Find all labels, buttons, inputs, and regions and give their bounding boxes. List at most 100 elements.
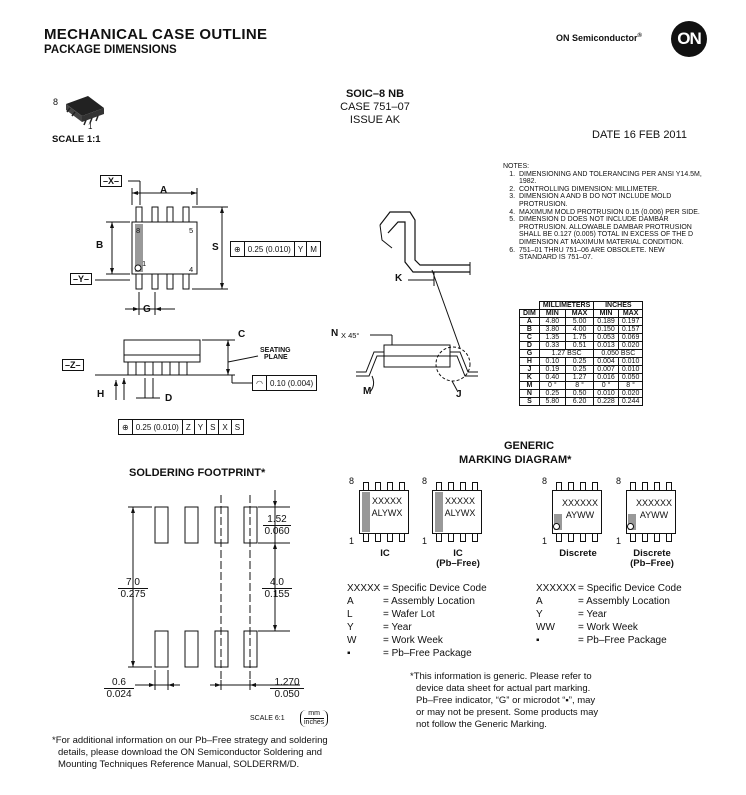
package-issue: ISSUE AK bbox=[349, 114, 401, 126]
legend-discrete: XXXXXX= Specific Device Code A= Assembly… bbox=[536, 582, 682, 647]
table-cell: S bbox=[519, 397, 540, 406]
dim-1-270: 1.270 0.050 bbox=[270, 677, 304, 700]
footprint-title: SOLDERING FOOTPRINT* bbox=[129, 467, 266, 479]
dim-d-label: D bbox=[165, 393, 173, 404]
table-cell: 0.010 bbox=[593, 389, 619, 398]
table-cell: 0 ° bbox=[538, 381, 566, 390]
legend-row: L= Wafer Lot bbox=[347, 609, 435, 620]
table-cell: 0.25 bbox=[564, 357, 595, 366]
legend-row: ▪= Pb–Free Package bbox=[347, 648, 472, 659]
col-header: MIN bbox=[538, 309, 566, 318]
marking-line1: XXXXX bbox=[371, 496, 402, 506]
scale-label: SCALE 1:1 bbox=[52, 134, 101, 145]
datum-x: –X– bbox=[100, 175, 123, 187]
datum-z: –Z– bbox=[62, 359, 84, 371]
footnote-line: Mounting Techniques Reference Manual, SO… bbox=[58, 759, 300, 770]
footnote-line: *For additional information on our Pb–Fr… bbox=[52, 735, 328, 746]
legend-ic: XXXXX= Specific Device Code A= Assembly … bbox=[347, 582, 487, 660]
table-cell: 0.33 bbox=[538, 341, 566, 350]
legend-row: W= Work Week bbox=[347, 635, 443, 646]
legend-row: A= Assembly Location bbox=[347, 596, 475, 607]
position-tolerance-frame-2: ⊕ 0.25 (0.010) Z Y S X S bbox=[118, 419, 245, 435]
tolerance-value: 0.25 (0.010) bbox=[245, 242, 295, 256]
pin8-mark: 8 bbox=[542, 476, 548, 486]
dim-4-0: 4.0 0.155 bbox=[262, 577, 292, 600]
marking-title-1: GENERIC bbox=[503, 440, 555, 452]
chip-label-1: Discrete bbox=[633, 548, 671, 559]
table-cell: 0.197 bbox=[617, 317, 644, 326]
rfs-modifier: S bbox=[207, 420, 220, 434]
table-cell: 0.050 bbox=[617, 373, 644, 382]
table-cell: 0.10 bbox=[538, 357, 566, 366]
dim-m-label: M bbox=[363, 386, 372, 397]
table-cell: 0.004 bbox=[593, 357, 619, 366]
end-view-drawing bbox=[356, 211, 478, 393]
table-cell: 8 ° bbox=[564, 381, 595, 390]
table-cell: 0.244 bbox=[617, 397, 644, 406]
table-cell: 1.35 bbox=[538, 333, 566, 342]
chip-label-2: (Pb–Free) bbox=[630, 558, 674, 569]
note-item: DIMENSIONING AND TOLERANCING PER ANSI Y1… bbox=[517, 171, 703, 186]
table-cell: 0.19 bbox=[538, 365, 566, 374]
dim-inch: 0.275 bbox=[120, 589, 146, 600]
mmc-modifier: M bbox=[310, 244, 317, 254]
table-cell: 0.25 bbox=[564, 365, 595, 374]
pin1-mark: 1 bbox=[142, 259, 147, 268]
unit-mm: mm bbox=[304, 710, 325, 719]
legend-row: XXXXXX= Specific Device Code bbox=[536, 583, 682, 594]
dim-inch: 0.050 bbox=[274, 689, 300, 700]
col-header: MIN bbox=[593, 309, 619, 318]
dim-inch: 0.060 bbox=[264, 526, 290, 537]
package-case: CASE 751–07 bbox=[340, 101, 410, 113]
legend-row: ▪= Pb–Free Package bbox=[536, 635, 667, 646]
table-cell: 0.228 bbox=[593, 397, 619, 406]
dimension-table: MILLIMETERS INCHES DIM MIN MAX MIN MAX A… bbox=[519, 301, 644, 406]
dim-1-52: 1.52 0.060 bbox=[263, 514, 291, 537]
position-tolerance-frame-1: ⊕ 0.25 (0.010) Y M bbox=[230, 241, 321, 257]
marking-info-note: *This information is generic. Please ref… bbox=[410, 671, 598, 731]
legend-row: A= Assembly Location bbox=[536, 596, 670, 607]
table-cell: C bbox=[519, 333, 540, 342]
seating-line1: SEATING bbox=[260, 347, 291, 354]
pin1-mark: 1 bbox=[616, 536, 622, 546]
table-cell: 1.27 BSC bbox=[538, 349, 595, 358]
position-icon: ⊕ bbox=[231, 242, 245, 256]
col-header: MAX bbox=[617, 309, 644, 318]
marking-line2: AYWW bbox=[565, 510, 595, 520]
dim-7-0: 7.0 0.275 bbox=[118, 577, 148, 600]
position-icon: ⊕ bbox=[119, 420, 133, 434]
chip-label: Discrete bbox=[538, 549, 618, 559]
datum-ref: X bbox=[219, 420, 232, 434]
chamfer-label: X 45° bbox=[341, 331, 360, 340]
info-line: not follow the Generic Marking. bbox=[416, 719, 547, 730]
pin8-mark: 8 bbox=[616, 476, 622, 486]
table-cell: 0.40 bbox=[538, 373, 566, 382]
marking-line2: ALYWX bbox=[444, 508, 476, 518]
table-cell: B bbox=[519, 325, 540, 334]
table-cell: 4.00 bbox=[564, 325, 595, 334]
datum-y: –Y– bbox=[70, 273, 93, 285]
table-cell: 0.50 bbox=[564, 389, 595, 398]
table-cell: M bbox=[519, 381, 540, 390]
tolerance-value: 0.10 (0.004) bbox=[269, 378, 314, 388]
tolerance-value: 0.25 (0.010) bbox=[133, 420, 183, 434]
rfs-modifier: S bbox=[234, 422, 241, 432]
table-cell: G bbox=[519, 349, 540, 358]
dim-g-label: G bbox=[143, 304, 151, 315]
marking-chip: 8 1 XXXXXX AYWW Discrete bbox=[542, 476, 608, 564]
footprint-scale: SCALE 6:1 bbox=[250, 715, 285, 722]
dim-0-6: 0.6 0.024 bbox=[104, 677, 134, 700]
dim-a-label: A bbox=[160, 185, 168, 196]
table-cell: 0.157 bbox=[617, 325, 644, 334]
table-cell: 0.020 bbox=[617, 341, 644, 350]
legend-row: WW= Work Week bbox=[536, 622, 638, 633]
chip-label-2: (Pb–Free) bbox=[436, 558, 480, 569]
marking-line1: XXXXXX bbox=[561, 498, 599, 508]
table-cell: 0.010 bbox=[617, 357, 644, 366]
marking-chip: 8 1 XXXXXX AYWW Discrete (Pb–Free) bbox=[616, 476, 682, 569]
dim-inch: 0.155 bbox=[264, 589, 290, 600]
pin8-label: 8 bbox=[53, 97, 59, 107]
package-info: SOIC–8 NB CASE 751–07 ISSUE AK bbox=[330, 88, 420, 127]
